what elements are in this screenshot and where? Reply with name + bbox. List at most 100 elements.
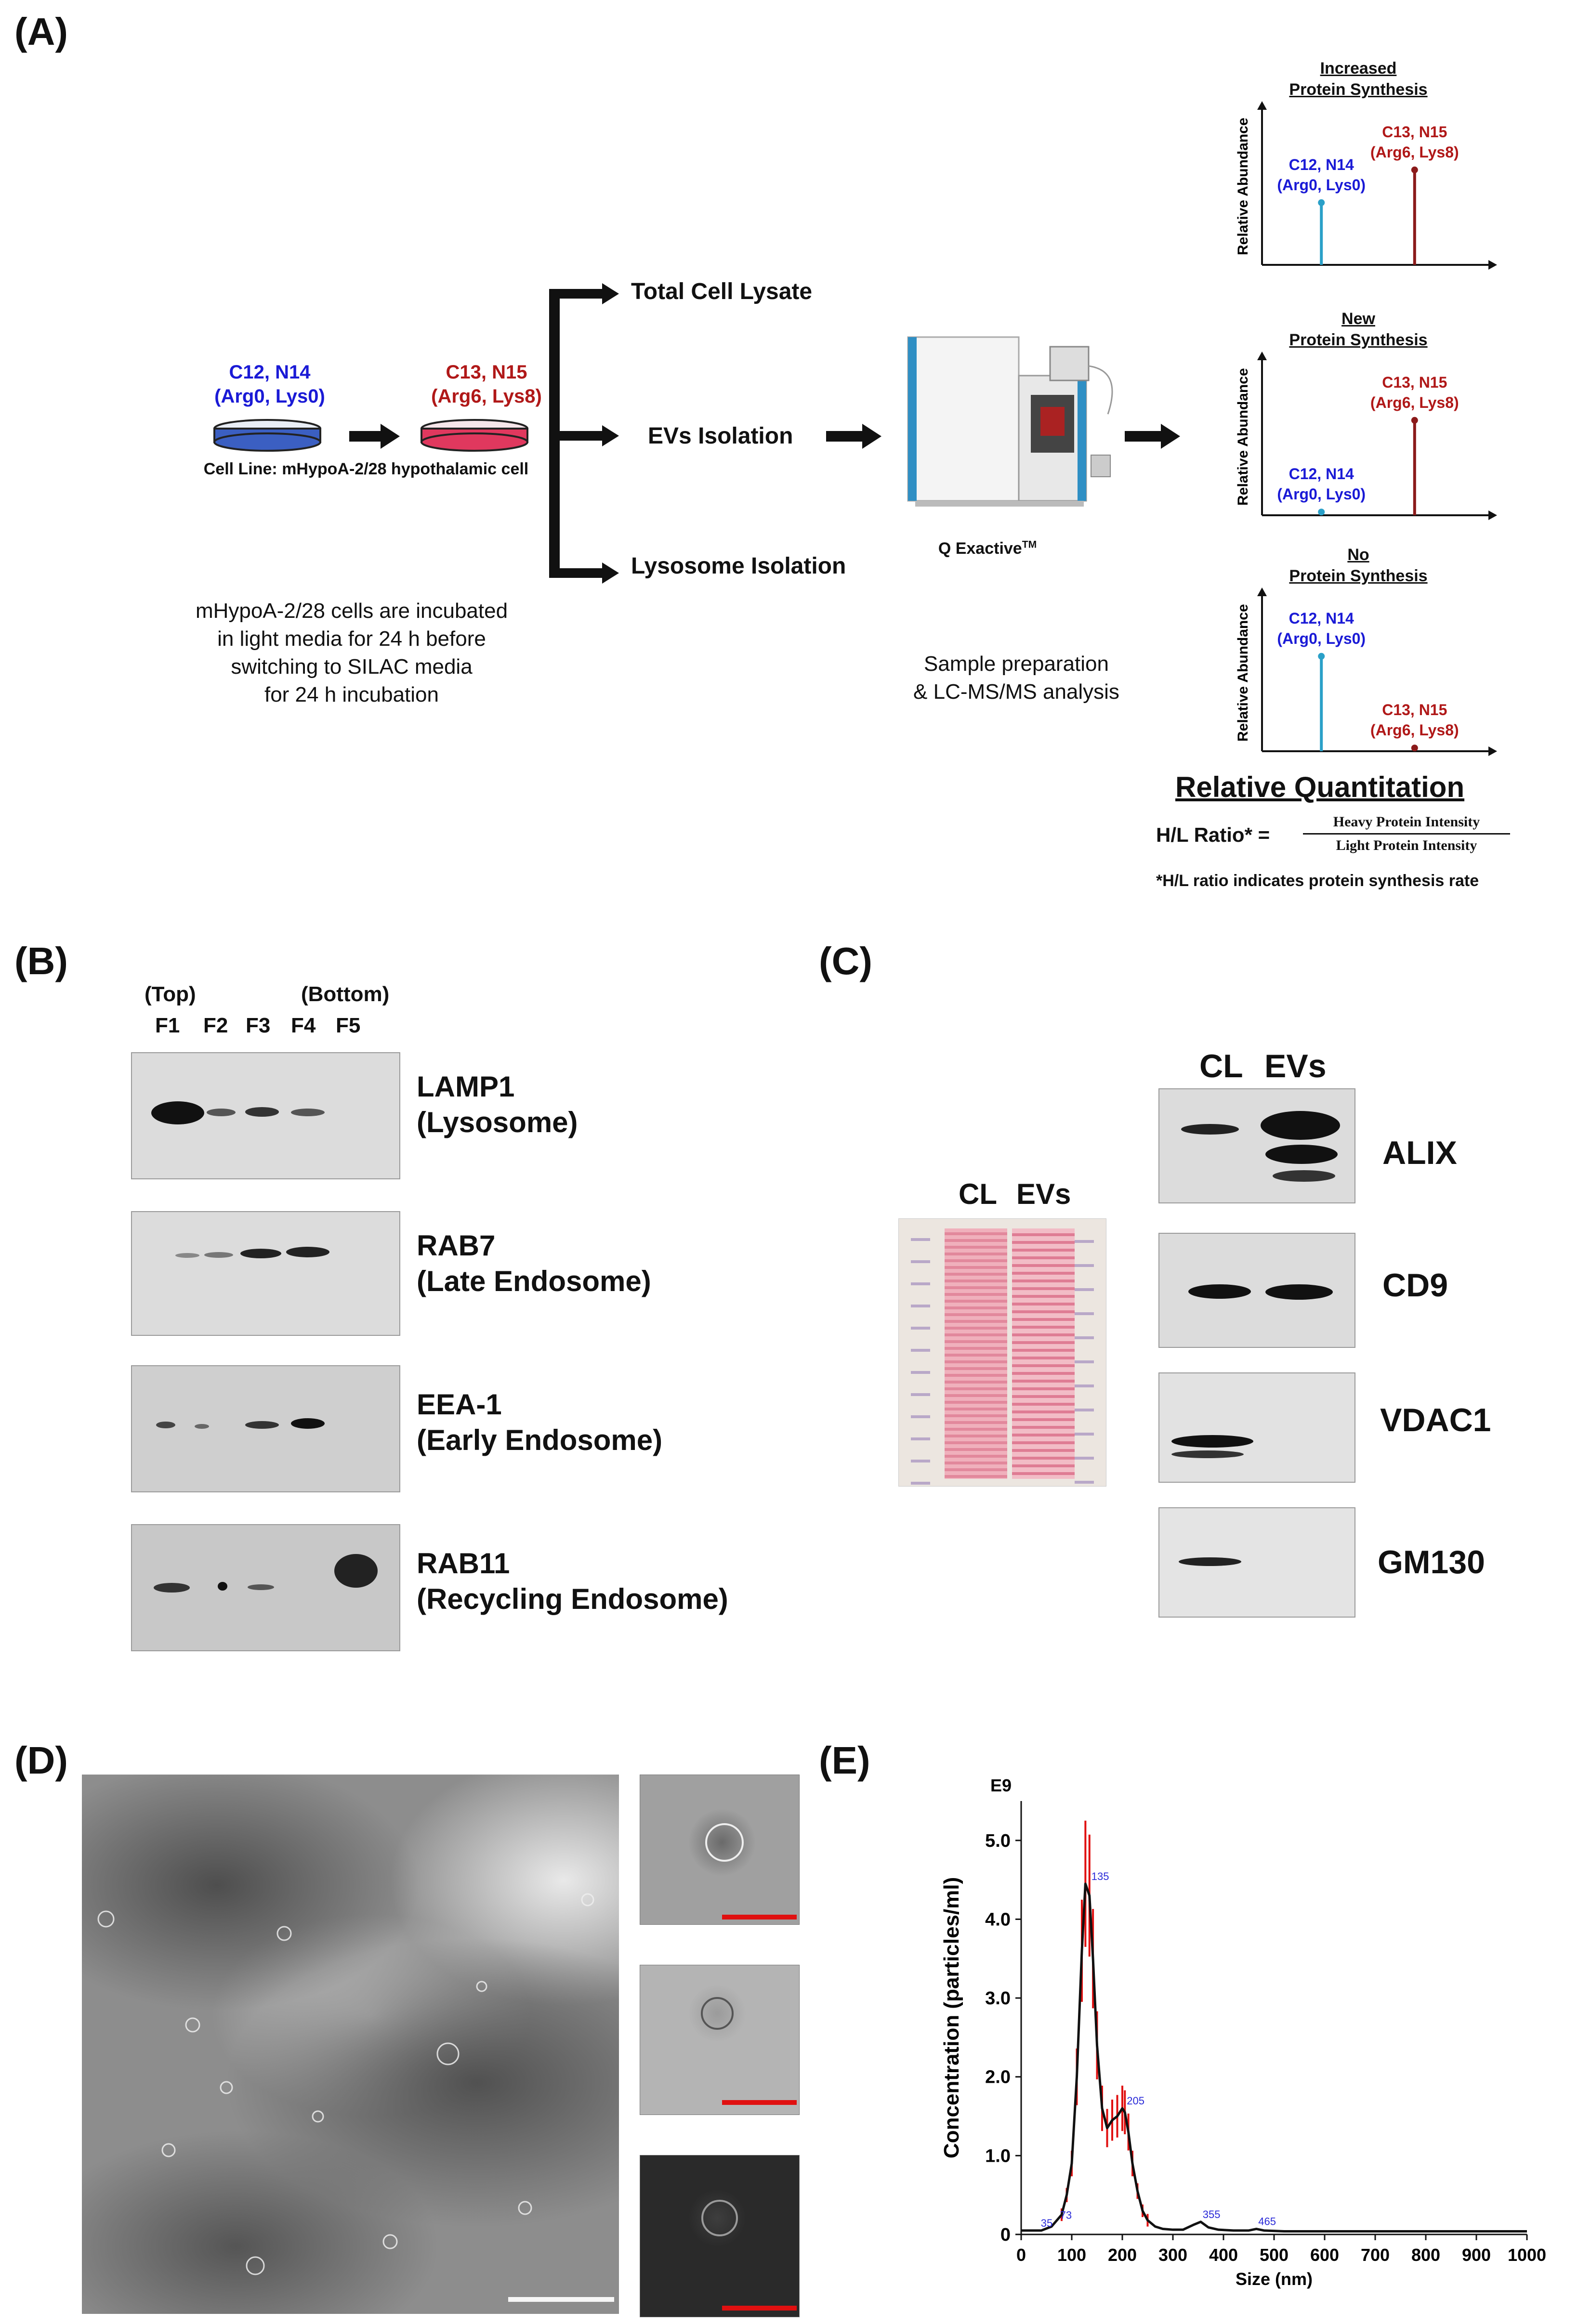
heavy-isotope-line1: C13, N15: [446, 362, 527, 383]
compartment-name: (Late Endosome): [417, 1265, 651, 1297]
spectrum-title-line: Protein Synthesis: [1289, 80, 1428, 99]
heavy-peak-label-line1: C13, N15: [1382, 373, 1447, 391]
band: [207, 1109, 236, 1116]
incubation-line: mHypoA-2/28 cells are incubated: [195, 599, 508, 623]
blot-cd9: [1158, 1233, 1355, 1348]
x-tick-label: 1000: [1508, 2245, 1546, 2265]
band: [218, 1582, 227, 1591]
ponceau-gel: [898, 1218, 1106, 1487]
y-axis-arrow: [1257, 352, 1267, 360]
x-axis-arrow: [1488, 746, 1497, 756]
instrument-trademark: TM: [1022, 539, 1037, 550]
panel-label-a: (A): [14, 10, 68, 53]
x-axis-arrow: [1488, 510, 1497, 520]
hl-ratio-label: H/L Ratio* =: [1156, 823, 1270, 846]
blot-lamp1: [131, 1052, 400, 1179]
band: [245, 1421, 279, 1429]
peak-annotation: 355: [1203, 2208, 1221, 2220]
blot-label-lamp1: LAMP1 (Lysosome): [417, 1069, 578, 1140]
band: [154, 1583, 190, 1593]
instrument-name: Q Exactive: [938, 539, 1022, 558]
band: [334, 1554, 378, 1588]
sample-prep-line: & LC-MS/MS analysis: [913, 680, 1119, 704]
sample-prep-line: Sample preparation: [923, 652, 1109, 676]
band: [286, 1247, 329, 1257]
arrow-to-instrument-icon: [826, 424, 881, 449]
gel-lane-cl: [945, 1228, 1007, 1479]
gel-col-cl: CL: [959, 1178, 997, 1210]
vesicle-outline: [705, 1823, 744, 1862]
incubation-line: for 24 h incubation: [264, 683, 439, 706]
tem-main-image: [82, 1775, 619, 2314]
compartment-name: (Recycling Endosome): [417, 1583, 728, 1615]
spectrum-axes: Relative Abundance: [1235, 588, 1497, 756]
size-distribution-line: [1021, 1882, 1527, 2233]
band: [1261, 1111, 1340, 1140]
light-isotope-line1: C12, N14: [229, 362, 311, 383]
band: [1179, 1557, 1241, 1566]
branch-evs-isolation: EVs Isolation: [648, 423, 793, 449]
branch-bracket: [549, 283, 619, 584]
gel-lane-evs: [1012, 1228, 1075, 1479]
peak-annotation: 135: [1091, 1870, 1109, 1882]
heavy-peak-label-line2: (Arg6, Lys8): [1370, 721, 1459, 739]
heavy-peak-label-line1: C13, N15: [1382, 701, 1447, 719]
blot-label-cd9: CD9: [1382, 1267, 1448, 1304]
protein-name: EEA-1: [417, 1388, 502, 1421]
spectrum-axes: Relative Abundance: [1235, 101, 1497, 270]
fraction-label: F4: [291, 1014, 316, 1037]
scale-bar: [722, 2100, 797, 2105]
peak-annotation: 73: [1060, 2209, 1072, 2221]
tem-inset-3: [640, 2155, 800, 2317]
y-multiplier-label: E9: [990, 1776, 1012, 1795]
band: [1181, 1124, 1239, 1135]
heavy-peak-marker: [1411, 744, 1418, 752]
x-axis-title: Size (nm): [1236, 2269, 1313, 2289]
band: [1171, 1450, 1244, 1458]
hl-ratio-note: *H/L ratio indicates protein synthesis r…: [1156, 872, 1479, 890]
spectrum-title-line: Protein Synthesis: [1289, 567, 1428, 585]
tem-inset-2: [640, 1965, 800, 2115]
mass-spectrometer-icon: [907, 336, 1113, 507]
blot-label-vdac1: VDAC1: [1380, 1402, 1491, 1438]
top-label: (Top): [145, 982, 196, 1006]
band: [1265, 1284, 1333, 1300]
heavy-peak-label-line2: (Arg6, Lys8): [1370, 143, 1459, 161]
light-peak-label-line2: (Arg0, Lys0): [1277, 176, 1366, 194]
light-peak-label-line2: (Arg0, Lys0): [1277, 485, 1366, 503]
x-tick-label: 800: [1411, 2245, 1440, 2265]
branch-lysosome-isolation: Lysosome Isolation: [631, 553, 846, 579]
blot-label-eea1: EEA-1 (Early Endosome): [417, 1387, 662, 1458]
band: [245, 1107, 279, 1117]
x-axis-arrow: [1488, 260, 1497, 270]
blot-alix: [1158, 1088, 1355, 1203]
protein-name: LAMP1: [417, 1071, 515, 1103]
incubation-line: switching to SILAC media: [231, 655, 473, 679]
light-peak-label: C12, N14 (Arg0, Lys0): [1263, 464, 1379, 504]
fraction-label: F2: [203, 1014, 228, 1037]
x-tick-label: 900: [1462, 2245, 1491, 2265]
hl-denominator: Light Protein Intensity: [1336, 837, 1477, 853]
blot-col-evs: EVs: [1264, 1048, 1327, 1084]
blot-rab7: [131, 1211, 400, 1336]
light-isotope-line2: (Arg0, Lys0): [214, 386, 325, 407]
band: [175, 1253, 199, 1258]
light-peak-label-line1: C12, N14: [1289, 465, 1354, 483]
sample-prep-label: Sample preparation & LC-MS/MS analysis: [872, 650, 1161, 706]
spectrum-title-line: Protein Synthesis: [1289, 331, 1428, 349]
x-tick-label: 700: [1361, 2245, 1390, 2265]
band: [1265, 1145, 1338, 1164]
cell-line-label: Cell Line: mHypoA-2/28 hypothalamic cell: [203, 460, 529, 478]
peak-annotation: 465: [1258, 2216, 1276, 2228]
light-peak-label-line1: C12, N14: [1289, 156, 1354, 173]
blot-col-cl: CL: [1199, 1048, 1243, 1084]
band: [204, 1252, 233, 1258]
blot-gm130: [1158, 1507, 1355, 1618]
vesicle-outlines: [97, 1893, 594, 2275]
blot-label-gm130: GM130: [1378, 1544, 1485, 1580]
light-peak-label: C12, N14 (Arg0, Lys0): [1263, 155, 1379, 195]
